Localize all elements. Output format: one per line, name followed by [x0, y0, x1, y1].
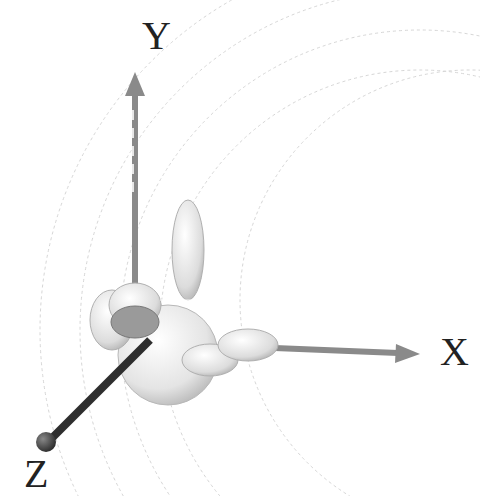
background-arcs: [40, 0, 480, 496]
z-end-ball: [36, 432, 56, 452]
axis-label: Z: [24, 454, 48, 494]
index-finger: [172, 200, 204, 300]
axis-label: X: [440, 332, 469, 372]
thumb: [218, 329, 278, 361]
y-axis: [132, 92, 138, 300]
y-arrowhead: [125, 72, 145, 96]
axis-label: Y: [142, 16, 171, 56]
x-arrowhead: [395, 344, 420, 363]
y-axis-highlight: [132, 110, 134, 200]
curled-finger: [111, 306, 159, 338]
z-axis: [52, 340, 150, 438]
highlight-line: [160, 300, 230, 301]
